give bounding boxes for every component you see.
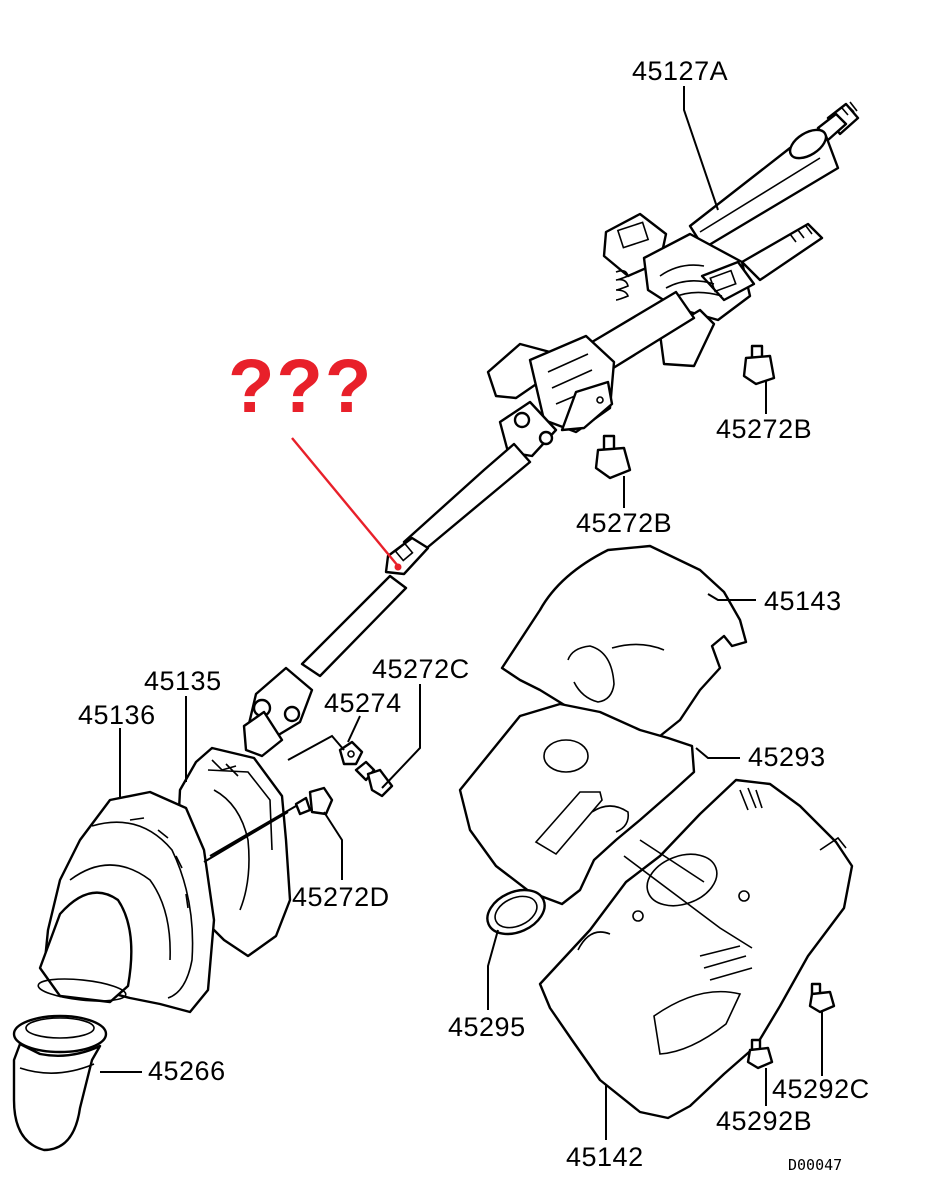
screw-45292c (808, 982, 836, 1014)
nut-45274 (338, 740, 364, 766)
bolt-45272d (294, 786, 334, 816)
bolt-45272b-mid (594, 434, 632, 480)
grommet-45266 (12, 1014, 108, 1152)
label-45142: 45142 (566, 1142, 644, 1172)
label-45274: 45274 (324, 688, 402, 718)
label-45136: 45136 (78, 700, 156, 730)
bolt-45272b-top (742, 344, 776, 386)
screw-45292b (746, 1038, 774, 1070)
label-45272d: 45272D (292, 882, 390, 912)
label-45272c: 45272C (372, 654, 470, 684)
column-boot-45136 (37, 790, 216, 1014)
diagram-id: D00047 (788, 1156, 842, 1174)
lower-cover-front (458, 702, 696, 906)
steering-column-assembly (242, 101, 860, 758)
unknown-part-annotation: ??? (228, 344, 373, 429)
label-45272b-top: 45272B (716, 414, 812, 444)
lower-cover-45142 (538, 778, 854, 1120)
ring-45295 (486, 888, 546, 936)
label-45135: 45135 (144, 666, 222, 696)
label-45292c: 45292C (772, 1074, 870, 1104)
leader-lines (100, 86, 823, 1140)
label-45143: 45143 (764, 586, 842, 616)
label-45127a: 45127A (632, 56, 728, 86)
bolt-45272c (354, 760, 394, 798)
label-45272b-mid: 45272B (576, 508, 672, 538)
annotation-pointer (291, 437, 402, 571)
label-45295: 45295 (448, 1012, 526, 1042)
label-45266: 45266 (148, 1056, 226, 1086)
label-45292b: 45292B (716, 1106, 812, 1136)
label-45293: 45293 (748, 742, 826, 772)
